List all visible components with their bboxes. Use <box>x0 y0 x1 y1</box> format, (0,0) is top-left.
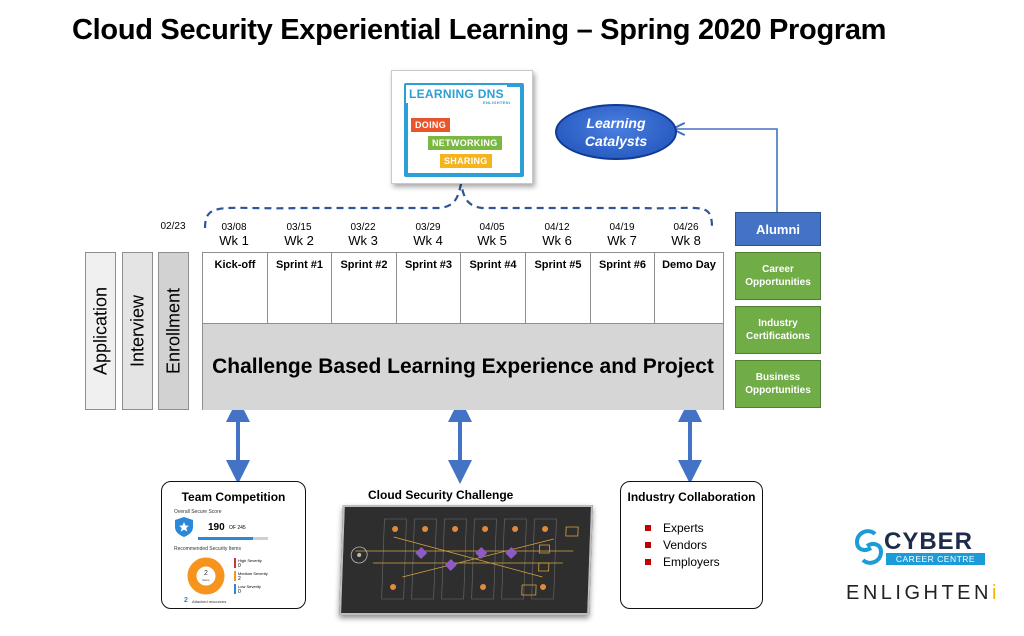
dashed-bracket <box>203 183 714 229</box>
week-label: Wk 4 <box>413 233 443 248</box>
week-date: 04/12 <box>544 222 570 233</box>
legend-high: High Severity <box>238 558 262 563</box>
catalysts-line1: Learning <box>586 115 646 131</box>
industry-list: Experts Vendors Employers <box>645 520 762 571</box>
list-item: Employers <box>645 554 762 571</box>
brand-enlighteni: ENLIGHTENi <box>846 582 1000 604</box>
stage-enrollment: Enrollment <box>158 252 189 410</box>
donut-chart <box>187 557 225 595</box>
week-label: Wk 1 <box>219 233 249 248</box>
legend-medium-value: 2 <box>238 576 241 582</box>
week-cell: Demo Day <box>662 259 716 271</box>
week-cell: Sprint #3 <box>397 253 461 323</box>
week-cell: Sprint #5 <box>526 253 591 323</box>
score-bar <box>198 537 268 540</box>
donut-value: 2 <box>204 570 208 577</box>
week-cell: Sprint #1 <box>268 253 332 323</box>
recommended-label: Recommended Security Items <box>174 546 241 552</box>
week-date: 03/29 <box>415 222 441 233</box>
week-label: Wk 5 <box>477 233 507 248</box>
alumni-box: Alumni <box>735 212 821 246</box>
list-item: Experts <box>645 520 762 537</box>
logo-bar-doing: DOING <box>411 118 451 132</box>
week-date: 04/26 <box>673 222 699 233</box>
legend-low-value: 0 <box>238 589 241 595</box>
challenge-band: Challenge Based Learning Experience and … <box>203 323 723 410</box>
page-title: Cloud Security Experiential Learning – S… <box>72 14 887 46</box>
stage-interview: Interview <box>122 252 153 410</box>
logo-learning: LEARNING <box>409 87 475 101</box>
week-date: 04/05 <box>479 222 505 233</box>
architecture-diagram <box>341 507 591 613</box>
industry-collaboration-panel: Industry Collaboration Experts Vendors E… <box>620 481 763 609</box>
team-competition-title: Team Competition <box>181 490 286 504</box>
cloud-challenge-title: Cloud Security Challenge <box>368 488 514 502</box>
logo-sub: ENLIGHTENi <box>483 100 511 105</box>
team-competition-panel: Team Competition Overall Secure Score 19… <box>161 481 306 609</box>
legend-high-value: 0 <box>238 563 241 569</box>
logo-dns: DNS <box>477 87 504 101</box>
list-item: Vendors <box>645 537 762 554</box>
week-label: Wk 6 <box>542 233 572 248</box>
week-cell: Sprint #2 <box>332 253 397 323</box>
score-value: 190 <box>208 522 225 533</box>
cyber-career-logo-icon <box>855 529 883 565</box>
logo-bar-networking: NETWORKING <box>428 136 502 150</box>
week-date: 03/15 <box>286 222 312 233</box>
learning-dns-logo: LEARNING DNS ENLIGHTENi DOING NETWORKING… <box>391 70 533 184</box>
pre-date: 02/23 <box>160 221 186 232</box>
industry-collaboration-title: Industry Collaboration <box>627 490 756 504</box>
week-date: 03/22 <box>350 222 376 233</box>
week-label: Wk 7 <box>607 233 637 248</box>
week-date: 03/08 <box>221 222 247 233</box>
week-cell: Sprint #4 <box>461 253 526 323</box>
week-label: Wk 2 <box>284 233 314 248</box>
brand-cyber: CYBER <box>884 528 974 555</box>
donut-label: Items <box>202 578 210 582</box>
week-label: Wk 3 <box>348 233 378 248</box>
timeline-grid: Kick-off Sprint #1 Sprint #2 Sprint #3 S… <box>202 252 724 410</box>
week-date: 04/19 <box>609 222 635 233</box>
shield-icon <box>175 517 193 537</box>
score-of: OF 245 <box>229 525 246 531</box>
catalysts-line2: Catalysts <box>584 133 648 149</box>
week-label: Wk 8 <box>671 233 701 248</box>
legend-low: Low Severity <box>238 584 261 589</box>
logo-bar-sharing: SHARING <box>440 154 492 168</box>
stage-application: Application <box>85 252 116 410</box>
attacked-count: 2 <box>184 597 188 604</box>
score-label: Overall Secure Score <box>174 509 222 515</box>
attacked-label: Attacked resources <box>192 599 227 604</box>
legend-medium: Medium Severity <box>238 571 268 576</box>
alumni-catalysts-line <box>675 129 778 212</box>
cloud-architecture-screenshot <box>339 505 593 615</box>
week-cell: Kick-off <box>203 253 268 323</box>
brand-career-centre: CAREER CENTRE <box>886 553 985 565</box>
week-cell: Sprint #6 <box>591 253 655 323</box>
